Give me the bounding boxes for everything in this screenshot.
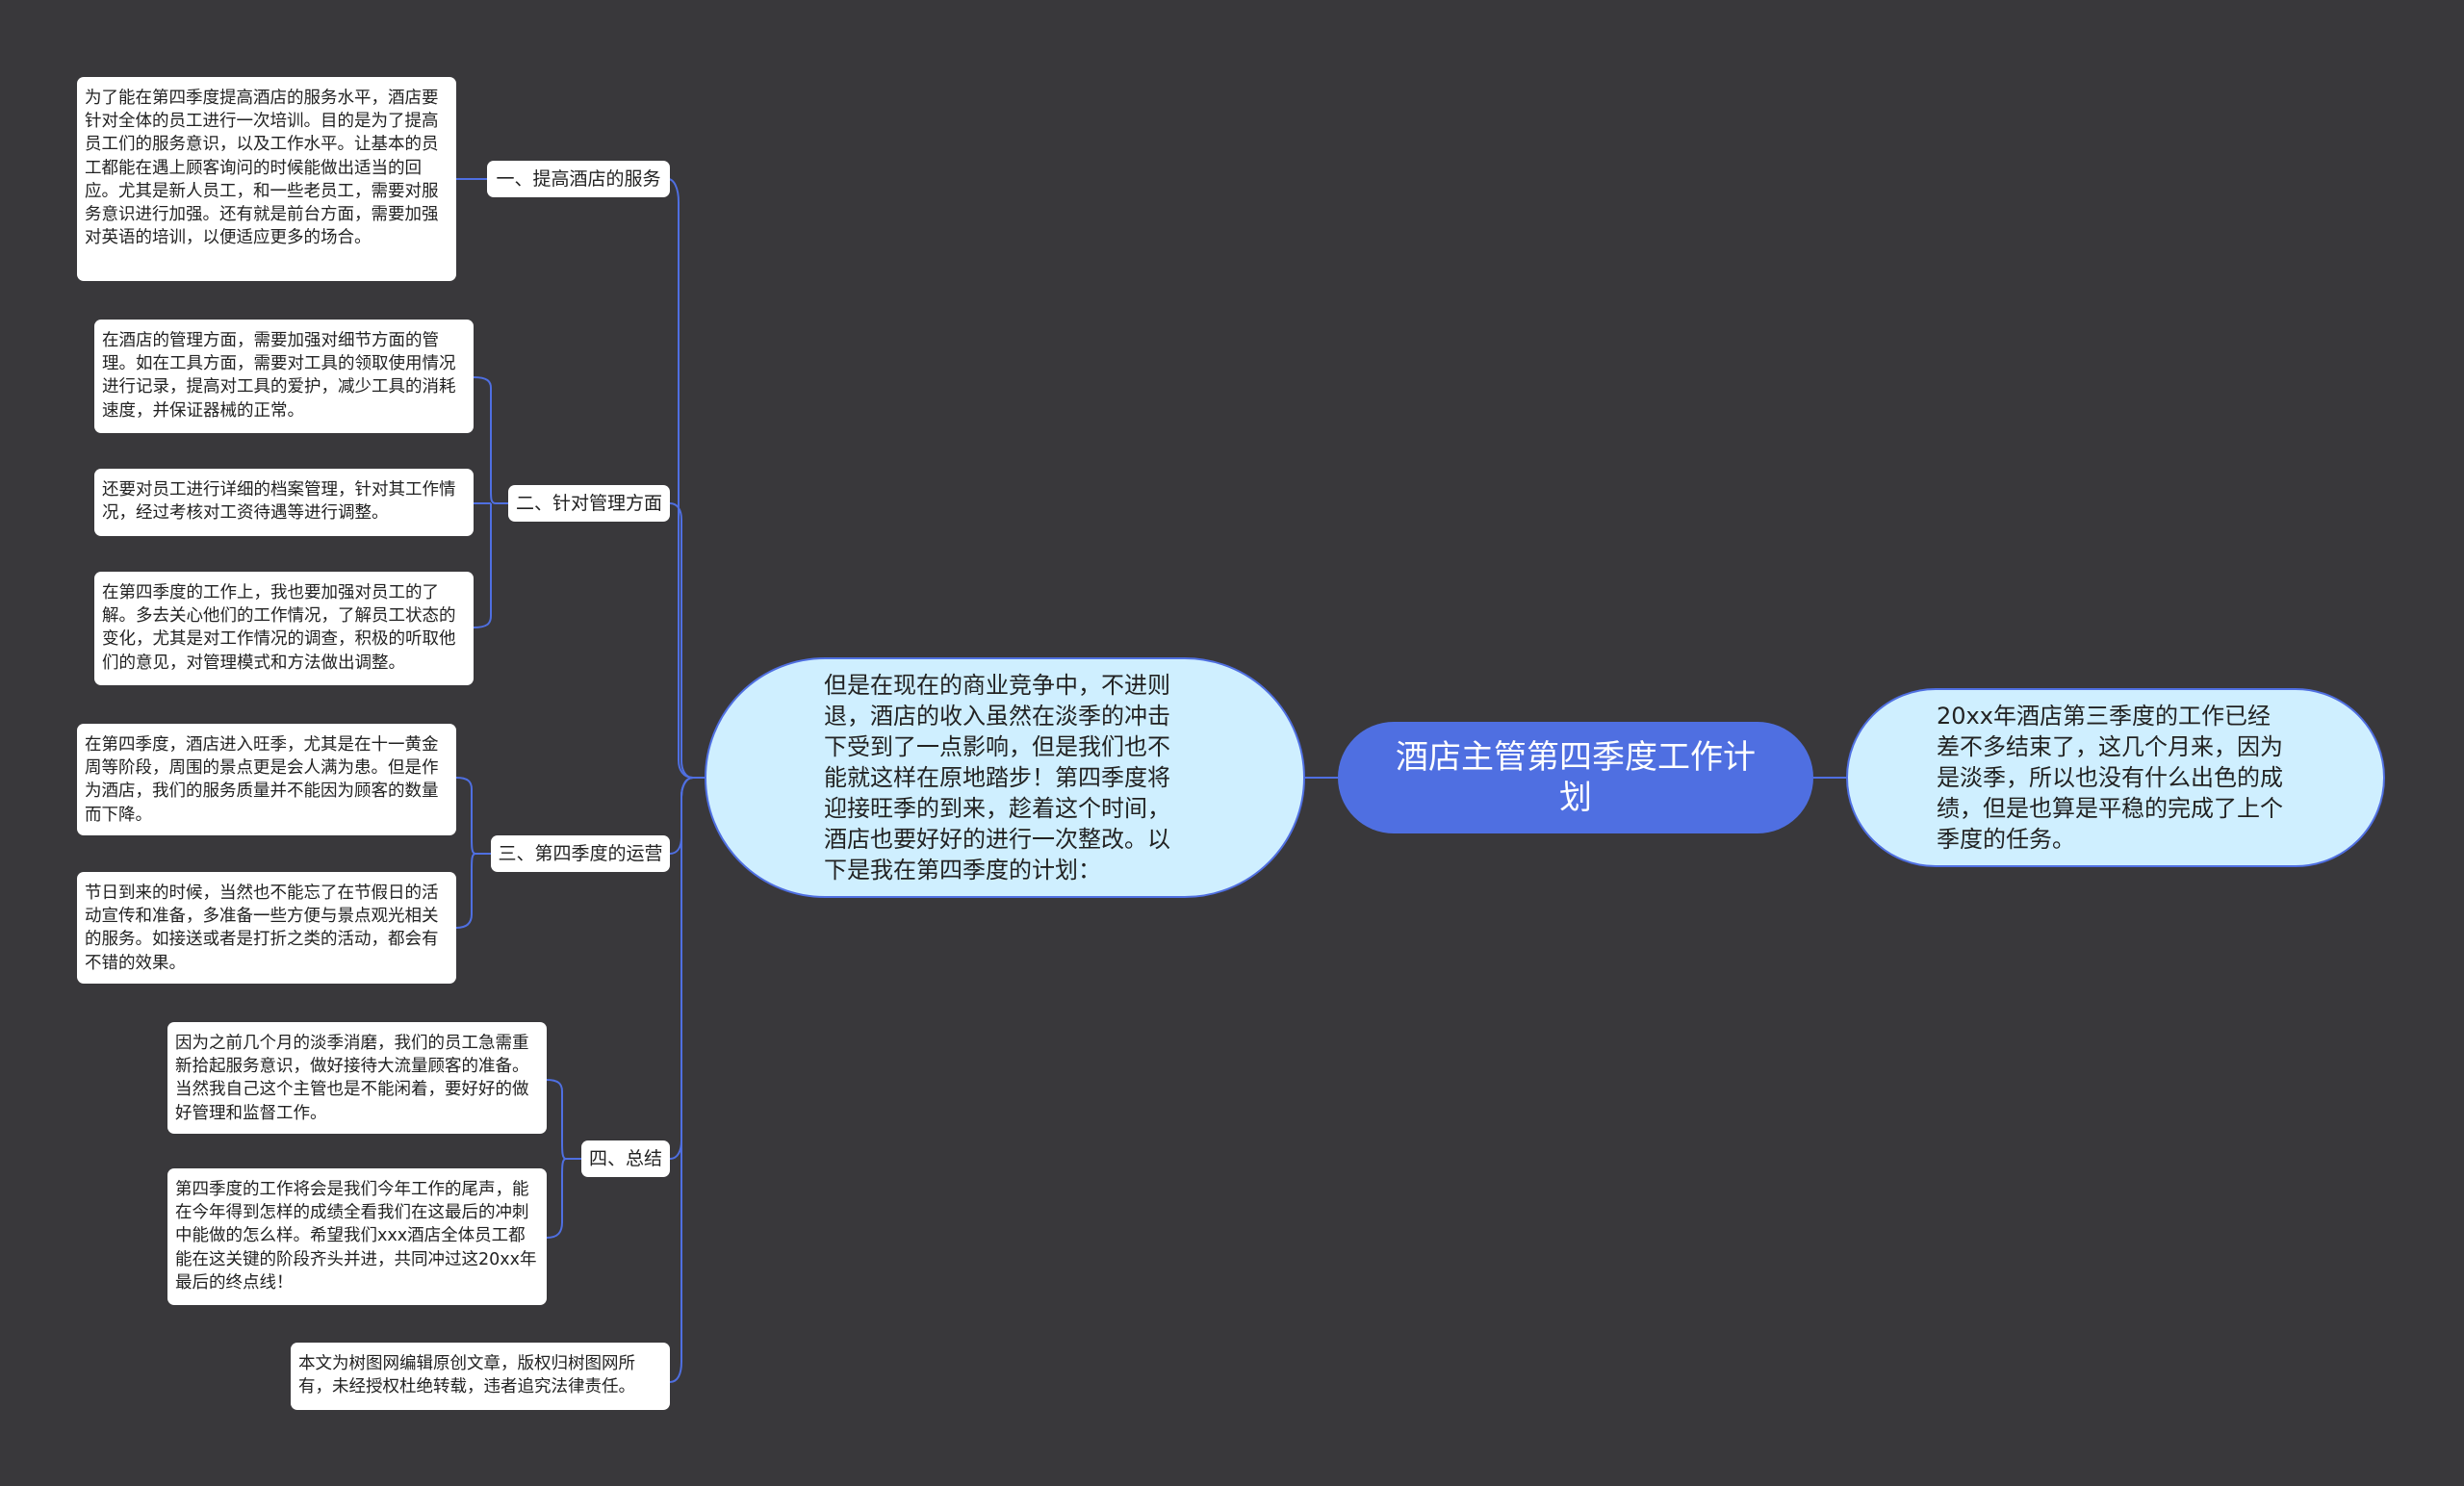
branch-service[interactable]: 一、提高酒店的服务 — [487, 161, 670, 197]
branch-service-label: 一、提高酒店的服务 — [496, 168, 661, 190]
link-branch-2 — [669, 502, 694, 779]
intro-right-text: 20xx年酒店第三季度的工作已经差不多结束了，这几个月来，因为是淡季，所以也没有… — [1937, 703, 2283, 853]
leaf-management-1-text: 在酒店的管理方面，需要加强对细节方面的管理。如在工具方面，需要对工具的领取使用情… — [102, 331, 456, 421]
branch-operation-label: 三、第四季度的运营 — [498, 843, 663, 864]
link-leaf-4-2 — [546, 1158, 567, 1239]
link-copyright — [669, 777, 694, 1383]
link-leaf-2-1 — [473, 376, 508, 504]
branch-management[interactable]: 二、针对管理方面 — [508, 485, 670, 522]
leaf-operation-1-text: 在第四季度，酒店进入旺季，尤其是在十一黄金周等阶段，周围的景点更是会人满为患。但… — [85, 735, 439, 825]
leaf-operation-2-text: 节日到来的时候，当然也不能忘了在节假日的活动宣传和准备，多准备一些方便与景点观光… — [85, 884, 439, 973]
link-leaf-4-1 — [546, 1079, 581, 1160]
link-leaf-2-3 — [473, 503, 492, 628]
leaf-operation-1[interactable]: 在第四季度，酒店进入旺季，尤其是在十一黄金周等阶段，周围的景点更是会人满为患。但… — [77, 724, 456, 835]
intro-right-node[interactable]: 20xx年酒店第三季度的工作已经差不多结束了，这几个月来，因为是淡季，所以也没有… — [1846, 688, 2385, 867]
leaf-management-3-text: 在第四季度的工作上，我也要加强对员工的了解。多去关心他们的工作情况，了解员工状态… — [102, 583, 456, 673]
branch-summary-label: 四、总结 — [588, 1148, 662, 1169]
intro-left-node[interactable]: 但是在现在的商业竞争中，不进则退，酒店的收入虽然在淡季的冲击下受到了一点影响，但… — [705, 657, 1305, 898]
leaf-service-1-text: 为了能在第四季度提高酒店的服务水平，酒店要针对全体的员工进行一次培训。目的是为了… — [85, 89, 439, 248]
branch-operation[interactable]: 三、第四季度的运营 — [491, 835, 670, 872]
root-topic[interactable]: 酒店主管第四季度工作计划 — [1338, 722, 1813, 833]
leaf-management-1[interactable]: 在酒店的管理方面，需要加强对细节方面的管理。如在工具方面，需要对工具的领取使用情… — [94, 320, 474, 433]
copyright-note-text: 本文为树图网编辑原创文章，版权归树图网所有，未经授权杜绝转载，违者追究法律责任。 — [298, 1354, 635, 1397]
leaf-summary-2-text: 第四季度的工作将会是我们今年工作的尾声，能在今年得到怎样的成绩全看我们在这最后的… — [175, 1180, 537, 1293]
link-leaf-3-2 — [455, 853, 476, 929]
leaf-management-3[interactable]: 在第四季度的工作上，我也要加强对员工的了解。多去关心他们的工作情况，了解员工状态… — [94, 572, 474, 685]
branch-summary[interactable]: 四、总结 — [581, 1140, 670, 1177]
branch-management-label: 二、针对管理方面 — [515, 493, 662, 514]
leaf-management-2[interactable]: 还要对员工进行详细的档案管理，针对其工作情况，经过考核对工资待遇等进行调整。 — [94, 469, 474, 536]
intro-left-text: 但是在现在的商业竞争中，不进则退，酒店的收入虽然在淡季的冲击下受到了一点影响，但… — [824, 672, 1170, 884]
leaf-operation-2[interactable]: 节日到来的时候，当然也不能忘了在节假日的活动宣传和准备，多准备一些方便与景点观光… — [77, 872, 456, 984]
link-leaf-3-1 — [455, 777, 491, 855]
leaf-service-1[interactable]: 为了能在第四季度提高酒店的服务水平，酒店要针对全体的员工进行一次培训。目的是为了… — [77, 77, 456, 281]
root-topic-label: 酒店主管第四季度工作计划 — [1396, 738, 1756, 817]
copyright-note[interactable]: 本文为树图网编辑原创文章，版权归树图网所有，未经授权杜绝转载，违者追究法律责任。 — [291, 1343, 670, 1410]
leaf-summary-1[interactable]: 因为之前几个月的淡季消磨，我们的员工急需重新拾起服务意识，做好接待大流量顾客的准… — [167, 1022, 547, 1134]
leaf-management-2-text: 还要对员工进行详细的档案管理，针对其工作情况，经过考核对工资待遇等进行调整。 — [102, 480, 456, 524]
leaf-summary-2[interactable]: 第四季度的工作将会是我们今年工作的尾声，能在今年得到怎样的成绩全看我们在这最后的… — [167, 1168, 547, 1305]
leaf-summary-1-text: 因为之前几个月的淡季消磨，我们的员工急需重新拾起服务意识，做好接待大流量顾客的准… — [175, 1034, 529, 1123]
